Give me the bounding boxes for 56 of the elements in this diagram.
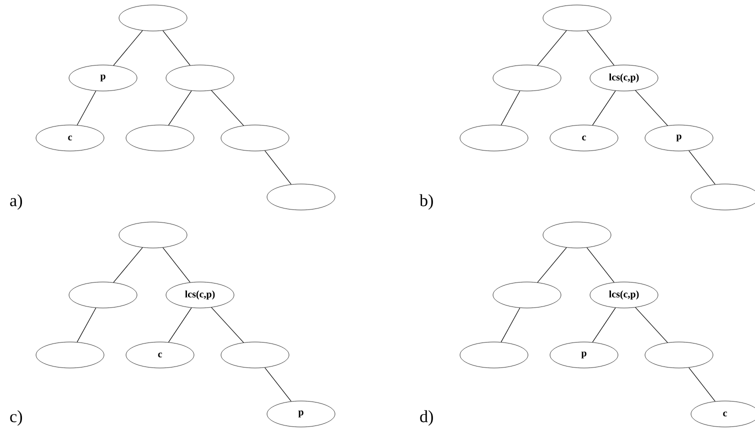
tree-edge: [537, 30, 567, 66]
empty-node: [118, 222, 188, 248]
tree-edge: [162, 30, 190, 66]
empty-node: [690, 184, 755, 210]
empty-node: [644, 342, 714, 368]
tree-node: p: [550, 342, 618, 368]
panel-label: d): [420, 410, 433, 426]
empty-node: [460, 342, 528, 368]
tree-edge: [500, 308, 520, 342]
empty-node: [118, 4, 188, 32]
tree-node: c: [550, 124, 618, 152]
tree-node: lcs(c,p): [590, 64, 658, 92]
tree-edge: [264, 367, 292, 402]
empty-node: [460, 124, 528, 152]
tree-node: p: [644, 124, 714, 152]
tree-edge: [688, 367, 716, 402]
tree-node: c: [126, 342, 194, 368]
tree-edge: [586, 30, 614, 66]
tree-node: p: [266, 400, 336, 428]
tree-edge: [635, 307, 668, 343]
tree-edge: [592, 90, 616, 126]
empty-node: [220, 124, 290, 152]
tree-node: c: [36, 124, 104, 152]
panel-label: a): [10, 194, 22, 210]
empty-node: [220, 342, 290, 368]
tree-edge: [264, 150, 292, 185]
tree-edge: [688, 150, 716, 185]
tree-edge: [113, 30, 143, 66]
empty-node: [126, 124, 194, 152]
tree-edge: [211, 90, 244, 126]
tree-edge: [592, 307, 616, 342]
tree-edge: [586, 247, 614, 283]
panel-label: c): [10, 410, 22, 426]
tree-edge: [76, 90, 96, 126]
tree-edge: [635, 90, 668, 126]
panel-label: b): [420, 194, 433, 210]
tree-node: lcs(c,p): [166, 282, 234, 308]
tree-edge: [211, 307, 244, 343]
empty-node: [492, 64, 562, 92]
empty-node: [542, 222, 612, 248]
tree-edge: [168, 307, 192, 342]
tree-node: lcs(c,p): [590, 282, 658, 308]
empty-node: [492, 282, 562, 308]
tree-edge: [162, 247, 190, 283]
tree-edge: [537, 247, 567, 283]
tree-edge: [168, 90, 192, 126]
empty-node: [166, 64, 234, 92]
empty-node: [36, 342, 104, 368]
empty-node: [266, 184, 336, 210]
tree-node: c: [690, 400, 755, 428]
tree-edge: [500, 90, 520, 126]
tree-node: p: [68, 64, 138, 92]
tree-edge: [76, 308, 96, 342]
empty-node: [68, 282, 138, 308]
tree-edge: [113, 247, 143, 283]
empty-node: [542, 4, 612, 32]
